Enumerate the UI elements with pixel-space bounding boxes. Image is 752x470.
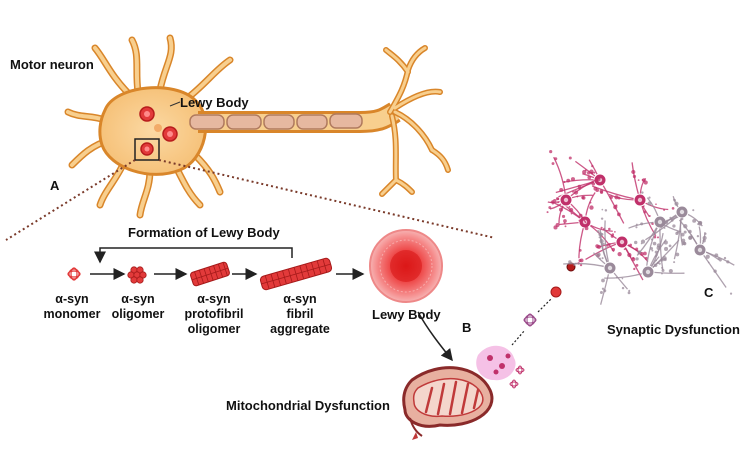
vesicle-cluster bbox=[476, 345, 525, 389]
panel-c-label: C bbox=[704, 285, 714, 300]
synaptic-label: Synaptic Dysfunction bbox=[607, 322, 740, 337]
lewy-body-result-label: Lewy Body bbox=[372, 307, 441, 322]
lewy-body-dots bbox=[139, 106, 178, 156]
protofibril-icon bbox=[190, 261, 230, 287]
mitochondrion-icon bbox=[402, 366, 494, 440]
synaptic-network bbox=[546, 150, 735, 305]
oligomer-icon bbox=[127, 266, 147, 284]
fibril-aggregate-icon bbox=[259, 257, 333, 291]
zoom-box bbox=[134, 138, 160, 161]
motor-neuron-label: Motor neuron bbox=[10, 57, 94, 72]
panel-a-label: A bbox=[50, 178, 60, 193]
lewy-body-neuron-label: Lewy Body bbox=[180, 95, 249, 110]
transfer-path bbox=[511, 262, 576, 346]
motor-neuron bbox=[64, 34, 451, 219]
lewy-body-icon bbox=[369, 229, 443, 303]
formation-title: Formation of Lewy Body bbox=[128, 225, 280, 240]
mitochondrial-label: Mitochondrial Dysfunction bbox=[226, 398, 390, 413]
panel-b-label: B bbox=[462, 320, 472, 335]
monomer-icon bbox=[67, 267, 81, 281]
formation-pathway bbox=[67, 229, 443, 303]
